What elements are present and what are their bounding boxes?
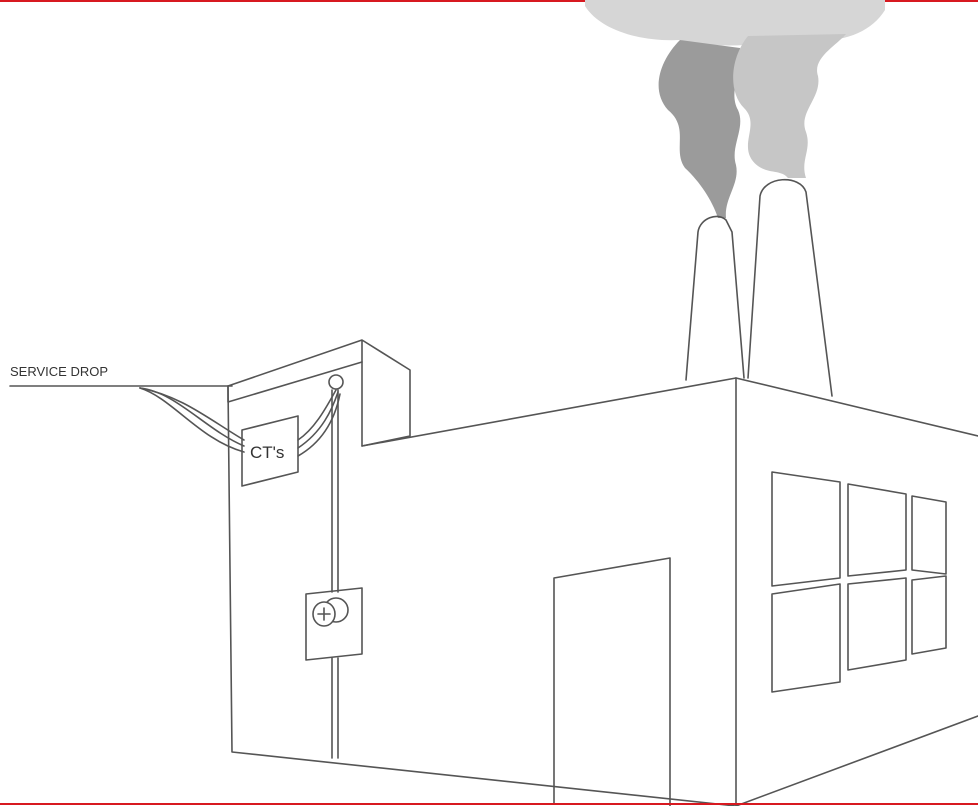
building-left-wall (228, 386, 736, 806)
parapet-block (228, 340, 410, 446)
conduit-mast (332, 390, 338, 592)
smoke-plume-dark (659, 40, 741, 218)
bottom-accent-rule (0, 803, 978, 805)
window-bottom-middle (848, 578, 906, 670)
smoke-plume-light (733, 34, 846, 178)
window-top-left (772, 472, 840, 586)
conduit-lower (332, 658, 338, 758)
weatherhead-icon (329, 375, 343, 389)
building-front-roofline (362, 378, 736, 446)
building-right-base (736, 716, 978, 806)
parapet-front (228, 362, 362, 402)
service-drop-label: SERVICE DROP (10, 364, 108, 379)
ct-conductor-1 (298, 390, 336, 440)
cts-label: CT's (250, 443, 284, 462)
window-top-right (912, 496, 946, 574)
window-top-middle (848, 484, 906, 576)
smokestack-left (686, 216, 744, 380)
window-bottom-right (912, 576, 946, 654)
door (554, 558, 670, 806)
building-right-roofline (736, 378, 978, 436)
smoke-cloud (585, 0, 885, 218)
smokestack-right (748, 180, 832, 396)
window-bottom-left (772, 584, 840, 692)
